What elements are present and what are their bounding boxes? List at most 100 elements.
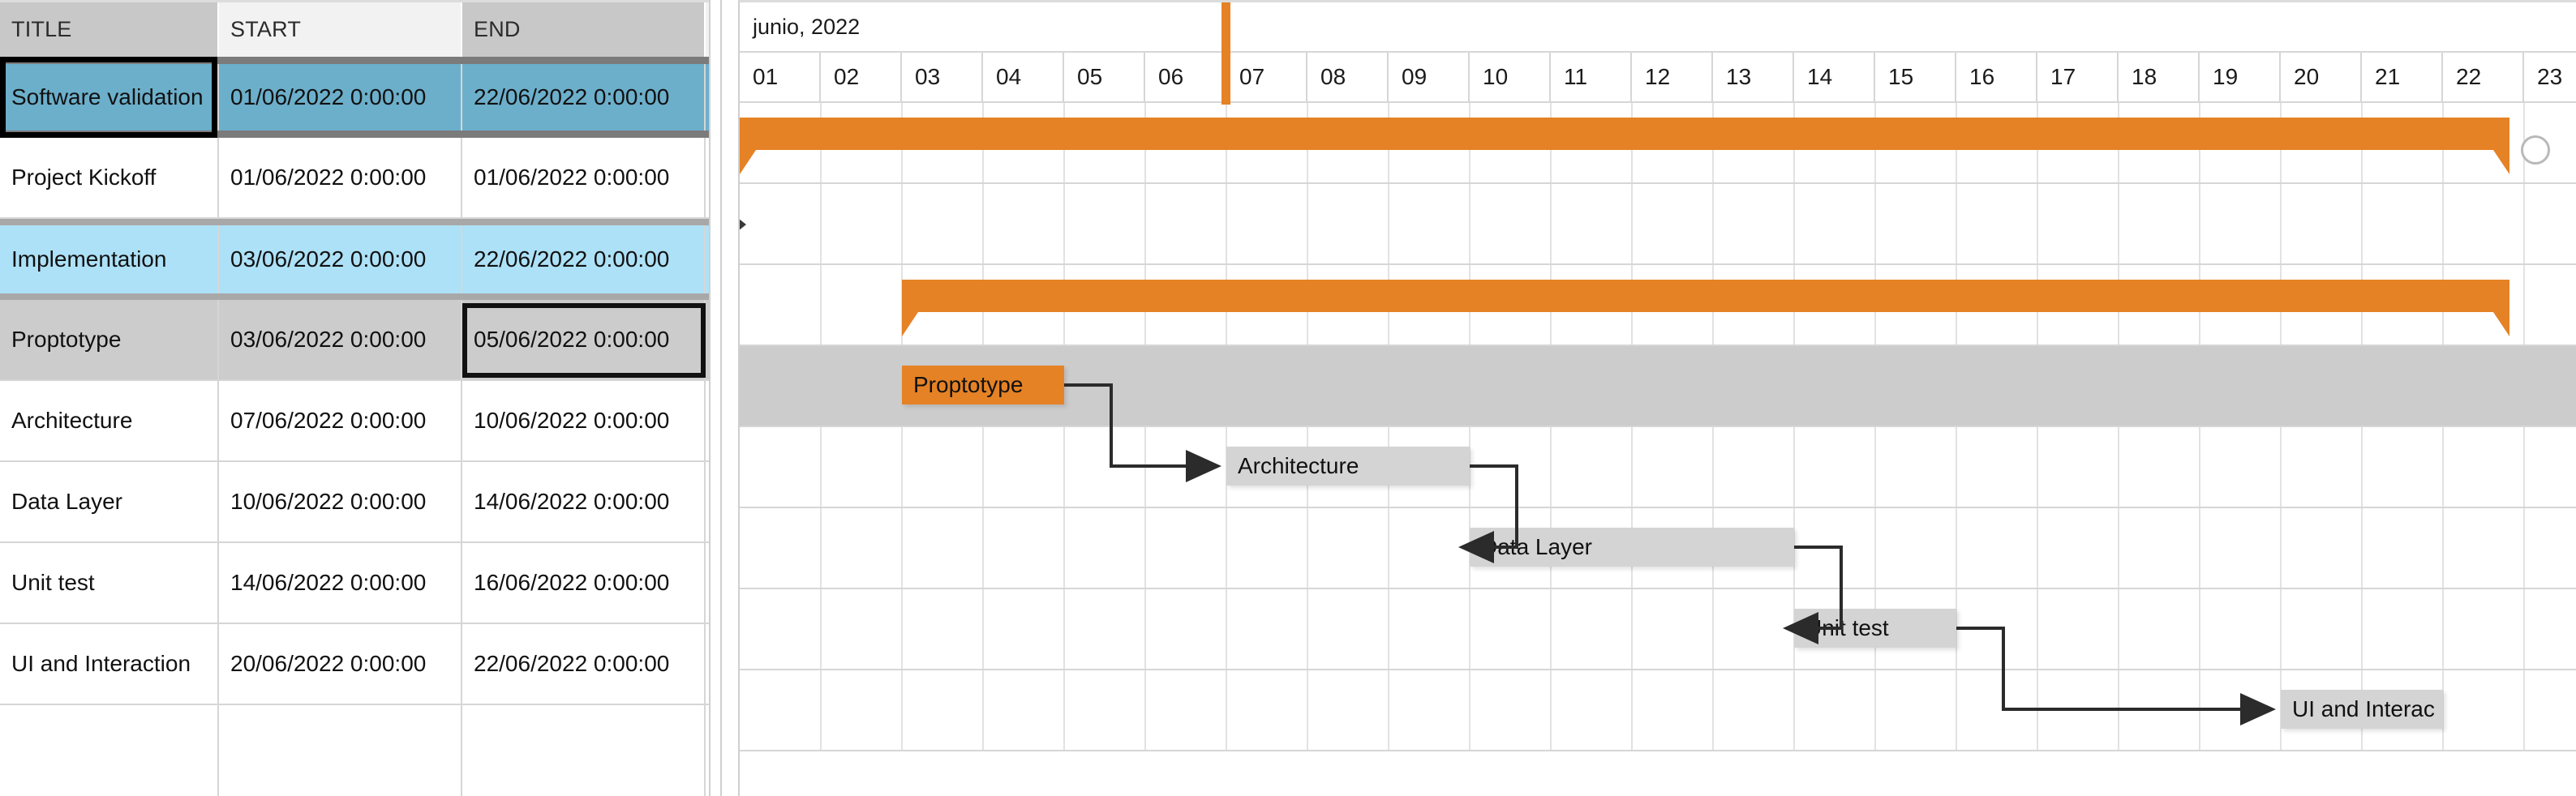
timeline-day-12: 12 — [1632, 53, 1713, 101]
cell-start[interactable]: 03/06/2022 0:00:00 — [219, 300, 462, 379]
cell-start[interactable]: 10/06/2022 0:00:00 — [219, 462, 462, 541]
cell-end[interactable]: 22/06/2022 0:00:00 — [462, 624, 706, 704]
timeline-gridline — [1388, 103, 1389, 751]
column-header-end[interactable]: END — [462, 2, 706, 57]
timeline-gridline — [2280, 103, 2282, 751]
task-bar-label: Proptotype — [913, 372, 1024, 397]
summary-bar-left-tail — [902, 312, 918, 336]
timeline-gridline — [1307, 103, 1308, 751]
timeline-row[interactable] — [740, 589, 2576, 670]
task-grid-pane: TITLE START END Software validation 01/0… — [0, 0, 722, 796]
grid-empty-area — [0, 705, 722, 796]
timeline-gridline — [1631, 103, 1633, 751]
timeline-row[interactable] — [740, 670, 2576, 751]
timeline-day-20: 20 — [2281, 53, 2362, 101]
timeline-gridline — [2361, 103, 2363, 751]
today-marker-line — [1221, 2, 1230, 105]
cell-title[interactable]: Proptotype — [0, 300, 219, 379]
cell-title[interactable]: Unit test — [0, 543, 219, 623]
column-header-title[interactable]: TITLE — [0, 2, 219, 57]
timeline-row[interactable] — [740, 427, 2576, 508]
cell-title[interactable]: UI and Interaction — [0, 624, 219, 704]
table-row[interactable]: Architecture 07/06/2022 0:00:00 10/06/20… — [0, 381, 722, 462]
timeline-day-10: 10 — [1470, 53, 1551, 101]
cell-title[interactable]: Software validation — [0, 64, 219, 131]
cell-start[interactable]: 14/06/2022 0:00:00 — [219, 543, 462, 623]
milestone-marker[interactable] — [740, 205, 746, 244]
timeline-row[interactable] — [740, 265, 2576, 346]
task-bar[interactable]: Architecture — [1226, 447, 1470, 486]
task-bar-label: Data Layer — [1481, 534, 1592, 559]
table-row[interactable]: Proptotype 03/06/2022 0:00:00 05/06/2022… — [0, 300, 722, 381]
summary-bar-right-tail — [2493, 312, 2509, 336]
cell-end[interactable]: 05/06/2022 0:00:00 — [462, 300, 706, 379]
grid-vertical-scrollbar[interactable] — [709, 0, 722, 796]
grid-rows: Software validation 01/06/2022 0:00:00 2… — [0, 57, 722, 705]
timeline-row[interactable] — [740, 103, 2576, 184]
cell-end[interactable]: 14/06/2022 0:00:00 — [462, 462, 706, 541]
table-row[interactable]: Project Kickoff 01/06/2022 0:00:00 01/06… — [0, 138, 722, 219]
timeline-gridline — [1469, 103, 1470, 751]
timeline-gridline — [1226, 103, 1227, 751]
cell-start[interactable]: 20/06/2022 0:00:00 — [219, 624, 462, 704]
timeline-gridline — [2442, 103, 2444, 751]
timeline-gridline — [2523, 103, 2525, 751]
task-bar[interactable]: Unit test — [1794, 609, 1956, 648]
timeline-day-19: 19 — [2200, 53, 2281, 101]
cell-end[interactable]: 10/06/2022 0:00:00 — [462, 381, 706, 460]
timeline-gridline — [1956, 103, 1957, 751]
table-row[interactable]: Implementation 03/06/2022 0:00:00 22/06/… — [0, 219, 722, 300]
table-row[interactable]: UI and Interaction 20/06/2022 0:00:00 22… — [0, 624, 722, 705]
cell-start[interactable]: 07/06/2022 0:00:00 — [219, 381, 462, 460]
timeline-gridline — [1712, 103, 1714, 751]
summary-bar-right-tail — [2493, 150, 2509, 174]
timeline-gridline — [820, 103, 822, 751]
table-row[interactable]: Unit test 14/06/2022 0:00:00 16/06/2022 … — [0, 543, 722, 624]
timeline-day-07: 07 — [1226, 53, 1307, 101]
empty-cell — [219, 705, 462, 796]
task-bar[interactable]: Proptotype — [902, 366, 1064, 404]
task-bar[interactable]: UI and Interac — [2281, 690, 2443, 729]
cell-title[interactable]: Data Layer — [0, 462, 219, 541]
timeline-day-17: 17 — [2037, 53, 2119, 101]
pane-splitter[interactable] — [722, 0, 738, 796]
timeline-gridline — [2118, 103, 2119, 751]
timeline-day-13: 13 — [1713, 53, 1794, 101]
timeline-day-09: 09 — [1389, 53, 1470, 101]
timeline-day-01: 01 — [740, 53, 821, 101]
timeline-row[interactable] — [740, 508, 2576, 589]
timeline-day-08: 08 — [1307, 53, 1389, 101]
grid-header-row: TITLE START END — [0, 2, 722, 57]
table-row[interactable]: Data Layer 10/06/2022 0:00:00 14/06/2022… — [0, 462, 722, 543]
cell-end[interactable]: 01/06/2022 0:00:00 — [462, 138, 706, 217]
timeline-gridline — [2199, 103, 2200, 751]
table-row[interactable]: Software validation 01/06/2022 0:00:00 2… — [0, 57, 722, 138]
cell-start[interactable]: 01/06/2022 0:00:00 — [219, 138, 462, 217]
timeline-row[interactable] — [740, 184, 2576, 265]
timeline-day-22: 22 — [2443, 53, 2524, 101]
cell-title[interactable]: Architecture — [0, 381, 219, 460]
cell-end[interactable]: 22/06/2022 0:00:00 — [462, 225, 706, 293]
timeline-day-02: 02 — [821, 53, 902, 101]
cell-start[interactable]: 01/06/2022 0:00:00 — [219, 64, 462, 131]
cell-start[interactable]: 03/06/2022 0:00:00 — [219, 225, 462, 293]
task-bar[interactable]: Data Layer — [1470, 528, 1794, 567]
timeline-day-04: 04 — [983, 53, 1064, 101]
timeline-day-18: 18 — [2119, 53, 2200, 101]
column-header-start[interactable]: START — [219, 2, 462, 57]
cell-end[interactable]: 16/06/2022 0:00:00 — [462, 543, 706, 623]
task-bar-label: Unit test — [1805, 615, 1889, 640]
task-bar-label: UI and Interac — [2292, 696, 2435, 721]
cell-title[interactable]: Project Kickoff — [0, 138, 219, 217]
summary-bar[interactable] — [902, 280, 2509, 336]
summary-bar[interactable] — [740, 118, 2509, 174]
timeline-gridline — [1550, 103, 1552, 751]
timeline-gridline — [901, 103, 903, 751]
summary-bar-resize-handle[interactable] — [2521, 135, 2550, 165]
cell-end[interactable]: 22/06/2022 0:00:00 — [462, 64, 706, 131]
summary-bar-left-tail — [740, 150, 756, 174]
cell-title[interactable]: Implementation — [0, 225, 219, 293]
